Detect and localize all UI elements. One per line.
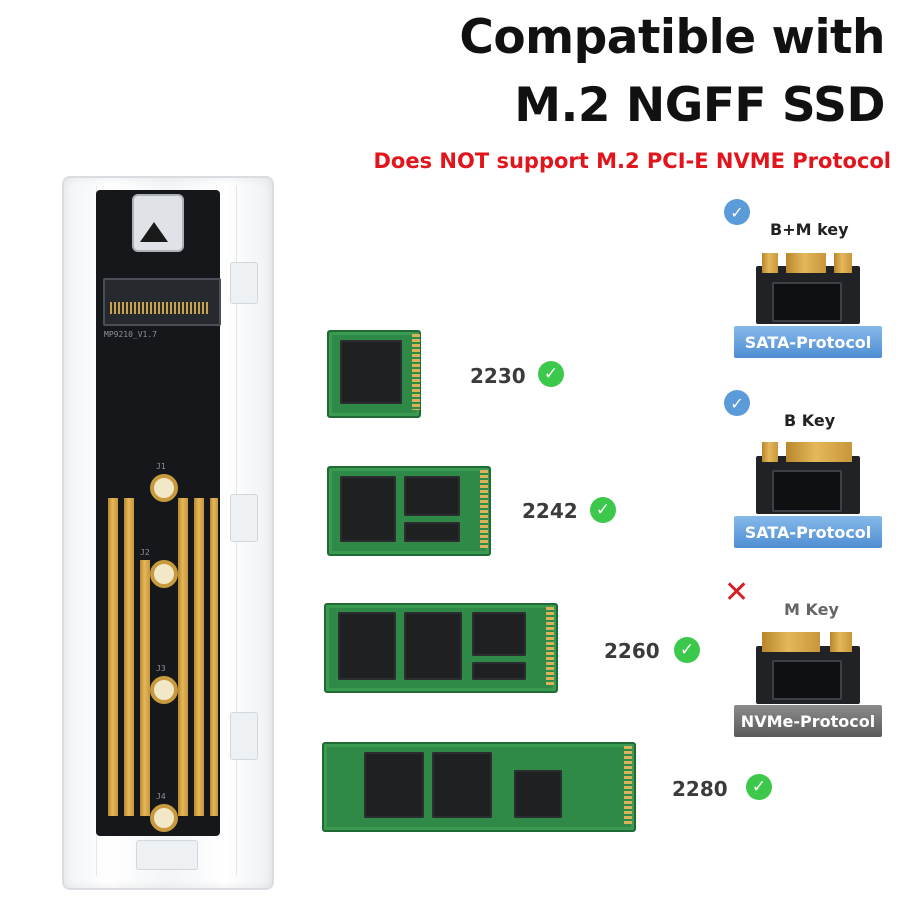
gold-trace [108, 498, 118, 816]
hole-label: J4 [156, 792, 166, 801]
hole-label: J1 [156, 462, 166, 471]
gold-fingers [830, 632, 852, 652]
key-chip [772, 282, 842, 322]
gold-trace [140, 560, 150, 816]
m2-socket-pins [110, 302, 210, 314]
gold-trace [194, 498, 204, 816]
key-chip [772, 470, 842, 512]
gold-fingers [762, 253, 778, 273]
ssd-chip [404, 476, 460, 516]
enclosure-end-cap [136, 840, 198, 870]
ssd-chip [472, 612, 526, 656]
gold-fingers [834, 253, 852, 273]
check-circle-icon: ✓ [590, 497, 616, 523]
gold-trace [124, 498, 134, 816]
key-name-b: B Key [784, 411, 836, 430]
gold-fingers [762, 442, 778, 462]
size-label-2280: 2280 [672, 777, 728, 801]
usb-logo-icon [140, 222, 168, 242]
ssd-chip [340, 476, 396, 542]
ssd-connector [480, 470, 488, 548]
ssd-chip [472, 662, 526, 680]
check-circle-icon: ✓ [674, 637, 700, 663]
ssd-chip [338, 612, 396, 680]
enclosure-clip [230, 712, 258, 760]
ssd-chip [514, 770, 562, 818]
protocol-badge-sata: SATA-Protocol [734, 516, 882, 548]
ssd-connector [412, 334, 420, 410]
board-label: MP9210_V1.7 [104, 330, 157, 339]
headline-line-2: M.2 NGFF SSD [514, 78, 885, 133]
check-circle-icon: ✓ [724, 390, 750, 416]
enclosure-rail-left [70, 186, 97, 876]
enclosure-clip [230, 262, 258, 304]
standoff-hole [150, 676, 178, 704]
protocol-badge-nvme: NVMe-Protocol [734, 705, 882, 737]
size-label-2242: 2242 [522, 499, 578, 523]
size-label-2260: 2260 [604, 639, 660, 663]
gold-fingers [786, 253, 826, 273]
check-circle-icon: ✓ [538, 361, 564, 387]
ssd-connector [624, 746, 632, 824]
standoff-hole [150, 804, 178, 832]
key-name-m: M Key [784, 600, 839, 619]
hole-label: J3 [156, 664, 166, 673]
protocol-badge-sata: SATA-Protocol [734, 326, 882, 358]
standoff-hole [150, 474, 178, 502]
size-label-2230: 2230 [470, 364, 526, 388]
ssd-chip [404, 522, 460, 542]
key-name-bm: B+M key [770, 220, 849, 239]
ssd-chip [340, 340, 402, 404]
hole-label: J2 [140, 548, 150, 557]
ssd-chip [432, 752, 492, 818]
headline-line-1: Compatible with [459, 10, 885, 65]
gold-trace [178, 498, 188, 816]
ssd-connector [546, 607, 554, 685]
protocol-warning: Does NOT support M.2 PCI-E NVME Protocol [373, 149, 891, 173]
ssd-chip [364, 752, 424, 818]
gold-fingers [762, 632, 820, 652]
check-circle-icon: ✓ [724, 199, 750, 225]
standoff-hole [150, 560, 178, 588]
check-circle-icon: ✓ [746, 774, 772, 800]
key-chip [772, 660, 842, 700]
gold-fingers [786, 442, 852, 462]
enclosure-clip [230, 494, 258, 542]
ssd-chip [404, 612, 462, 680]
cross-icon: ✕ [724, 575, 750, 610]
gold-trace [210, 498, 218, 816]
